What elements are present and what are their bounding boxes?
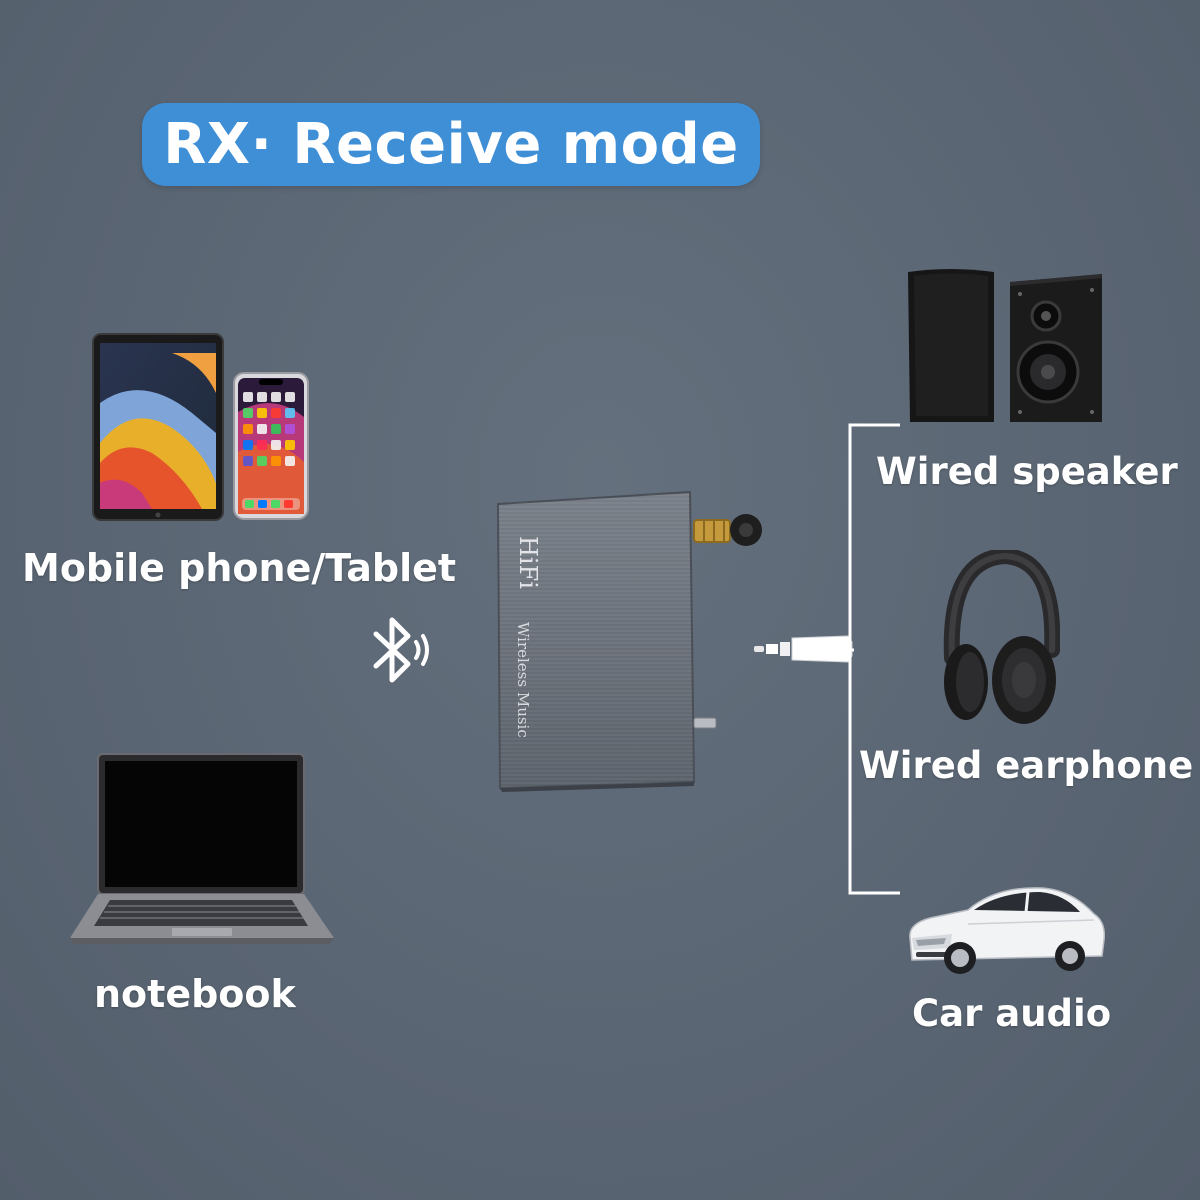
device-brand: HiFi: [514, 536, 542, 589]
headphones-image: [943, 550, 1060, 724]
output-bracket: [846, 423, 900, 895]
device-subtitle: Wireless Music: [514, 622, 532, 738]
device-subtitle-wrap: Wireless Music: [512, 622, 538, 752]
aux-jack-icon: [754, 635, 853, 663]
tablet-image: [92, 333, 224, 521]
phone-image: [233, 372, 309, 520]
wired-speaker-label: Wired speaker: [876, 450, 1178, 493]
mode-banner: RX· Receive mode: [142, 103, 760, 186]
wired-earphone-label: Wired earphone: [859, 744, 1194, 787]
notebook-label: notebook: [94, 972, 296, 1016]
mode-title: RX· Receive mode: [163, 112, 739, 177]
car-audio-label: Car audio: [912, 992, 1112, 1035]
device-brand-wrap: HiFi: [514, 536, 546, 596]
laptop-image: [70, 753, 334, 944]
car-image: [909, 887, 1106, 974]
bluetooth-icon: [373, 617, 429, 683]
speaker-image: [908, 269, 1102, 422]
mobile-tablet-label: Mobile phone/Tablet: [22, 546, 457, 590]
receiver-device-image: [496, 490, 762, 792]
